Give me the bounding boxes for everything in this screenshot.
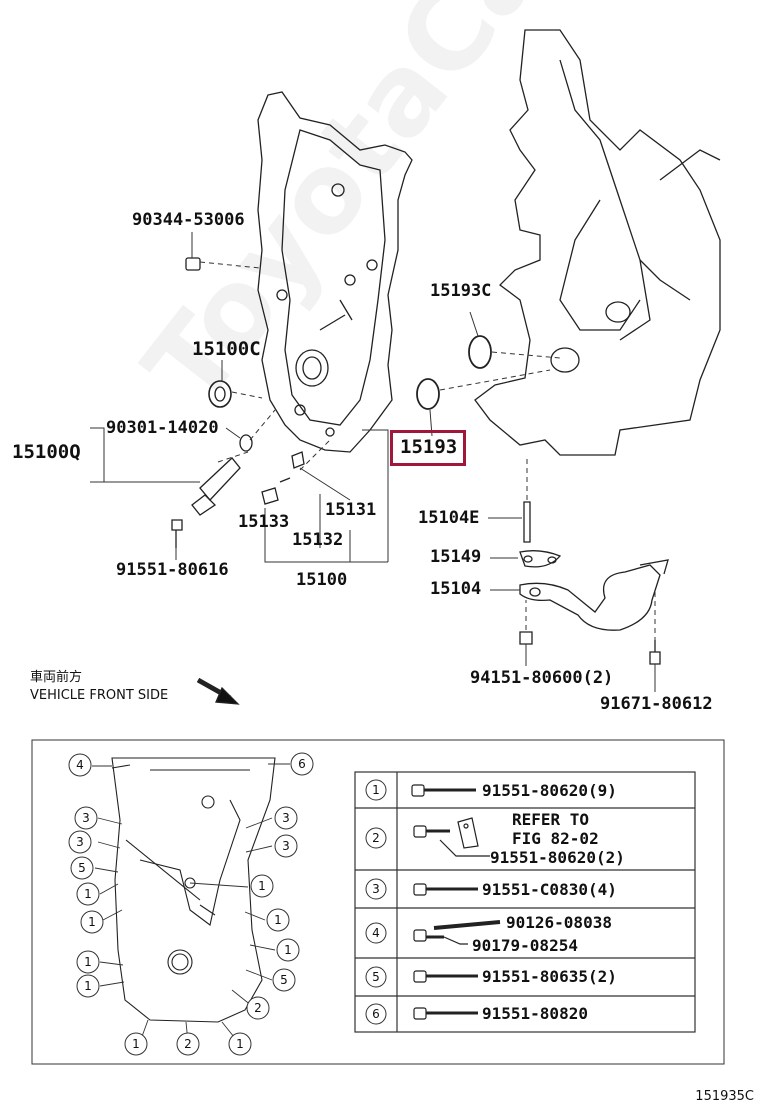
legend-row-1-text: 91551-80620(9): [482, 781, 617, 800]
part-94151-80600: 94151-80600(2): [470, 668, 614, 688]
part-90344-53006: 90344-53006: [132, 210, 245, 230]
part-15131: 15131: [325, 500, 377, 520]
o-ring-15193c: [468, 335, 492, 369]
part-15193[interactable]: 15193: [400, 436, 458, 458]
legend-row-5-text: 91551-80635(2): [482, 967, 617, 986]
part-15133: 15133: [238, 512, 290, 532]
highlight-box: [390, 430, 466, 466]
part-15104e: 15104E: [418, 508, 480, 528]
figure-number: 151935C: [695, 1089, 754, 1104]
legend-row-6-text: 91551-80820: [482, 1004, 588, 1023]
legend-row-2-part: 91551-80620(2): [490, 848, 625, 867]
timing-cover: [257, 91, 413, 453]
part-15149: 15149: [430, 547, 482, 567]
part-15193c: 15193C: [430, 281, 492, 301]
engine-block: [474, 29, 721, 456]
part-15104: 15104: [430, 579, 482, 599]
orientation-en: VEHICLE FRONT SIDE: [30, 688, 169, 703]
legend-row-4-nut: 90179-08254: [472, 936, 578, 955]
legend-row-3-text: 91551-C0830(4): [482, 880, 617, 899]
orientation-jp: 車両前方: [30, 670, 83, 685]
part-91671-80612: 91671-80612: [600, 694, 713, 714]
part-15132: 15132: [292, 530, 344, 550]
legend-row-2-refer: REFER TO: [512, 810, 590, 829]
part-90301-14020: 90301-14020: [106, 418, 219, 438]
part-15100: 15100: [296, 570, 348, 590]
legend-row-2-fig: FIG 82-02: [512, 829, 599, 848]
part-15100q: 15100Q: [12, 441, 81, 463]
part-15100c: 15100C: [192, 338, 261, 360]
o-ring-15193: [416, 378, 440, 410]
inset-cover: [111, 757, 276, 1023]
legend-row-4-stud: 90126-08038: [506, 913, 612, 932]
part-91551-80616: 91551-80616: [116, 560, 229, 580]
